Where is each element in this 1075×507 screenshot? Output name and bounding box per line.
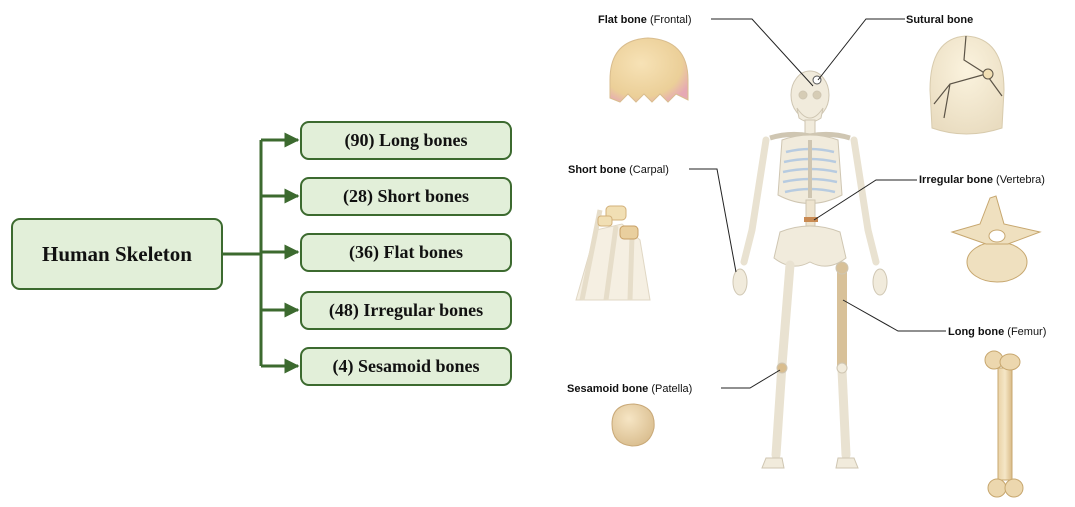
sutural-bone-illustration	[930, 36, 1004, 134]
label-sesamoid-bone: Sesamoid bone (Patella)	[567, 383, 692, 395]
label-sutural-bone: Sutural bone	[906, 14, 973, 26]
femur-illustration	[985, 351, 1023, 497]
label-flat-bone: Flat bone (Frontal)	[598, 14, 692, 26]
label-short-bone: Short bone (Carpal)	[568, 164, 669, 176]
label-irregular-bone: Irregular bone (Vertebra)	[919, 174, 1045, 186]
frontal-bone-illustration	[610, 38, 688, 102]
skeleton-illustration	[733, 71, 887, 468]
vertebra-illustration	[952, 196, 1040, 282]
tree-connectors	[223, 140, 298, 366]
carpal-bone-illustration	[576, 206, 650, 300]
patella-illustration	[612, 404, 654, 446]
label-long-bone: Long bone (Femur)	[948, 326, 1046, 338]
